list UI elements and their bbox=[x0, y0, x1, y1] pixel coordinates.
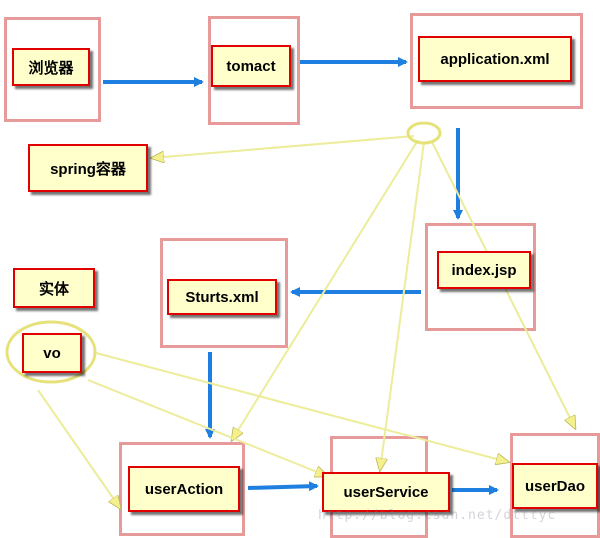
watermark: http://blog.csdn.net/dtttyc bbox=[318, 508, 557, 523]
user-dao-frame bbox=[510, 433, 600, 538]
browser-label: 浏览器 bbox=[28, 59, 74, 77]
struts-xml-label: Sturts.xml bbox=[185, 288, 259, 306]
user-dao-node: userDao bbox=[512, 463, 598, 509]
tomcat-node: tomact bbox=[211, 45, 291, 87]
entity-label: 实体 bbox=[38, 280, 69, 298]
arrow-spring-to-container-box bbox=[152, 135, 415, 158]
user-service-label: userService bbox=[343, 483, 429, 501]
arrow-vo-to-user-action bbox=[37, 389, 120, 508]
arrow-spring-to-user-service bbox=[380, 141, 425, 470]
tomcat-frame bbox=[208, 16, 300, 125]
arrow-vo-to-user-service bbox=[87, 379, 327, 476]
spring-hub-ellipse bbox=[406, 121, 442, 145]
user-action-frame bbox=[119, 442, 245, 536]
user-action-node: userAction bbox=[128, 466, 240, 512]
spring-container-label: spring容器 bbox=[50, 160, 126, 178]
user-action-label: userAction bbox=[144, 480, 224, 498]
entity-node: 实体 bbox=[13, 268, 95, 308]
index-jsp-frame bbox=[425, 223, 536, 331]
tomcat-label: tomact bbox=[226, 57, 276, 75]
arrow-spring-to-user-action bbox=[232, 139, 419, 440]
browser-node: 浏览器 bbox=[12, 48, 90, 86]
application-xml-node: application.xml bbox=[418, 36, 572, 82]
vo-label: vo bbox=[43, 344, 61, 362]
application-xml-label: application.xml bbox=[440, 50, 550, 68]
struts-xml-node: Sturts.xml bbox=[167, 279, 277, 315]
index-jsp-node: index.jsp bbox=[437, 251, 531, 289]
arrow-vo-to-user-dao bbox=[95, 352, 508, 462]
vo-highlight-ellipse bbox=[5, 320, 97, 384]
index-jsp-label: index.jsp bbox=[451, 261, 517, 279]
user-service-node: userService bbox=[322, 472, 450, 512]
spring-container-node: spring容器 bbox=[28, 144, 148, 192]
vo-node: vo bbox=[22, 333, 82, 373]
arrow-user-action-to-user-service bbox=[247, 481, 319, 492]
browser-frame bbox=[4, 17, 101, 122]
user-dao-label: userDao bbox=[524, 477, 586, 495]
application-xml-frame bbox=[410, 13, 583, 109]
struts-xml-frame bbox=[160, 238, 288, 348]
